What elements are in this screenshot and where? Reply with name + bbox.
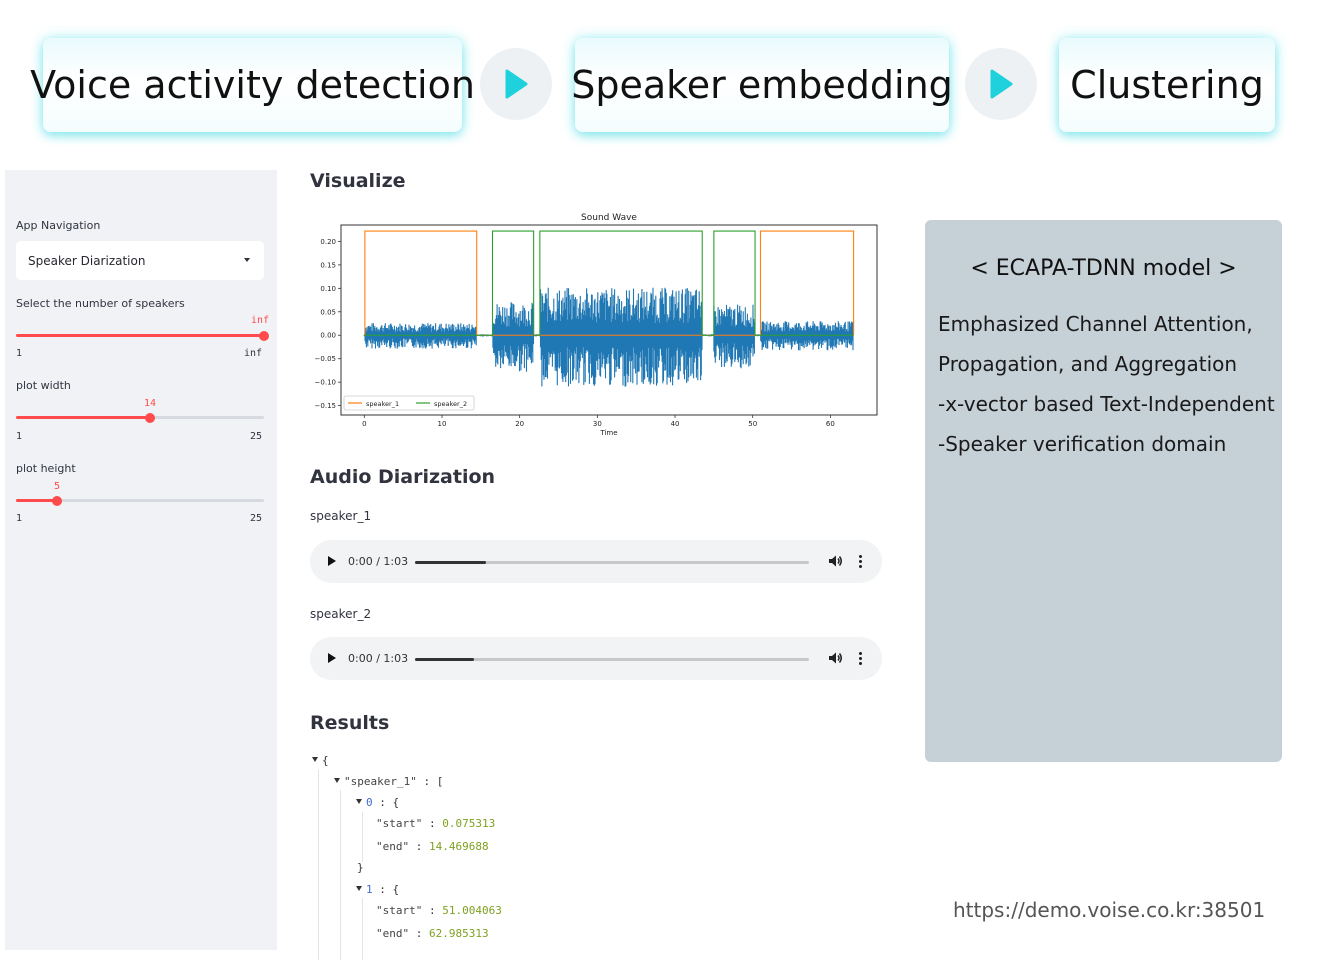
plot-width-max: 25 xyxy=(250,431,263,442)
plot-height-slider-thumb[interactable] xyxy=(52,495,62,506)
json-end-value: 62.985313 xyxy=(429,927,489,940)
audio-player-speaker-1[interactable]: 0:00 / 1:03 xyxy=(310,540,882,583)
x-tick-label: 40 xyxy=(671,420,680,428)
legend-box xyxy=(343,395,475,411)
y-tick-label: 0.10 xyxy=(320,285,336,293)
plot-height-max: 25 xyxy=(250,513,263,524)
y-tick-label: 0.00 xyxy=(320,332,336,340)
speakers-min: 1 xyxy=(16,348,23,359)
app-navigation-select[interactable]: Speaker Diarization xyxy=(16,241,264,280)
series-speaker-1 xyxy=(364,230,855,336)
model-info-line: Propagation, and Aggregation xyxy=(938,352,1238,376)
arrow-1 xyxy=(480,48,552,120)
play-arrow-icon xyxy=(505,69,528,99)
x-tick-label: 50 xyxy=(748,420,757,428)
json-end-value: 14.469688 xyxy=(429,840,489,853)
app-navigation-value: Speaker Diarization xyxy=(28,253,146,268)
play-icon[interactable] xyxy=(328,556,336,566)
volume-icon[interactable] xyxy=(828,554,843,568)
json-index: 1 xyxy=(366,883,373,896)
speakers-label: Select the number of speakers xyxy=(16,297,185,310)
plot-height-slider[interactable] xyxy=(16,495,264,506)
y-tick-label: 0.20 xyxy=(320,238,336,246)
audio-diarization-heading: Audio Diarization xyxy=(310,466,496,488)
stage-voice-activity-detection: Voice activity detection xyxy=(30,38,475,132)
demo-url: https://demo.voise.co.kr:38501 xyxy=(953,898,1266,922)
legend-label: speaker_1 xyxy=(366,400,399,408)
x-tick-label: 10 xyxy=(438,420,447,428)
x-tick-label: 30 xyxy=(593,420,602,428)
model-info-title: < ECAPA-TDNN model > xyxy=(970,256,1237,281)
plot-height-value: 5 xyxy=(53,481,61,492)
chart-title: Sound Wave xyxy=(581,213,637,223)
audio-player-speaker-2[interactable]: 0:00 / 1:03 xyxy=(310,637,882,680)
app-navigation-label: App Navigation xyxy=(16,219,101,232)
collapse-toggle[interactable] xyxy=(356,886,362,891)
model-info-line: -x-vector based Text-Independent xyxy=(938,392,1275,416)
x-tick-label: 60 xyxy=(826,420,835,428)
audio-time: 0:00 / 1:03 xyxy=(348,652,409,665)
audio-seek-bar[interactable] xyxy=(415,561,809,564)
chevron-down-icon xyxy=(244,258,250,262)
plot-height-min: 1 xyxy=(16,513,23,524)
arrow-2 xyxy=(965,48,1037,120)
collapse-toggle[interactable] xyxy=(334,778,340,783)
play-icon[interactable] xyxy=(328,653,336,663)
volume-icon[interactable] xyxy=(828,651,843,665)
stage-speaker-embedding: Speaker embedding xyxy=(571,38,953,132)
y-tick-label: 0.05 xyxy=(320,308,336,316)
plot-width-value: 14 xyxy=(143,398,157,409)
json-key-speaker-1: "speaker_1" xyxy=(344,775,417,788)
audio-label-speaker-2: speaker_2 xyxy=(310,607,372,621)
speakers-slider[interactable] xyxy=(16,330,269,341)
plot-width-label: plot width xyxy=(16,379,71,392)
legend-label: speaker_2 xyxy=(434,400,467,408)
speakers-value: inf xyxy=(250,315,270,326)
y-tick-label: 0.15 xyxy=(320,261,336,269)
play-arrow-icon xyxy=(990,69,1013,99)
more-options-icon[interactable] xyxy=(859,652,862,667)
plot-width-slider[interactable] xyxy=(16,412,264,423)
speakers-slider-thumb[interactable] xyxy=(259,330,269,341)
model-info-panel: < ECAPA-TDNN model > Emphasized Channel … xyxy=(925,220,1282,762)
visualize-heading: Visualize xyxy=(310,170,406,192)
sidebar: App Navigation Speaker Diarization Selec… xyxy=(5,170,277,950)
x-axis-label: Time xyxy=(599,429,617,437)
plot-width-slider-thumb[interactable] xyxy=(145,412,155,423)
collapse-toggle[interactable] xyxy=(356,799,362,804)
series-speaker-2 xyxy=(364,230,854,336)
json-start-value: 0.075313 xyxy=(442,817,496,830)
speakers-max: inf xyxy=(244,348,263,359)
more-options-icon[interactable] xyxy=(859,555,862,570)
collapse-toggle[interactable] xyxy=(312,757,318,762)
results-heading: Results xyxy=(310,712,390,734)
json-index: 0 xyxy=(366,796,373,809)
audio-time: 0:00 / 1:03 xyxy=(348,555,409,568)
plot-width-min: 1 xyxy=(16,431,23,442)
x-tick-label: 0 xyxy=(362,420,366,428)
y-tick-label: −0.05 xyxy=(315,355,336,363)
audio-label-speaker-1: speaker_1 xyxy=(310,509,372,523)
y-tick-label: −0.15 xyxy=(315,402,336,410)
model-info-line: -Speaker verification domain xyxy=(938,432,1227,456)
plot-height-label: plot height xyxy=(16,462,76,475)
x-tick-label: 20 xyxy=(515,420,524,428)
audio-seek-bar[interactable] xyxy=(415,658,809,661)
y-tick-label: −0.10 xyxy=(315,379,336,387)
json-start-value: 51.004063 xyxy=(442,904,502,917)
model-info-line: Emphasized Channel Attention, xyxy=(938,312,1253,336)
stage-clustering: Clustering xyxy=(1059,38,1275,132)
